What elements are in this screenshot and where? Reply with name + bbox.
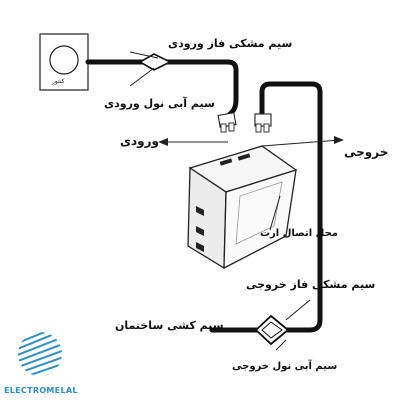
- leader-lines: [129, 51, 341, 351]
- output-neutral-wire-label: سیم آبی نول خروجی: [232, 361, 338, 372]
- earth-connection-label: محل اتصال ارت: [260, 228, 338, 239]
- input-neutral-wire-label: سیم آبی نول ورودی: [104, 97, 215, 110]
- output-wire: [259, 81, 323, 333]
- input-wire: [85, 59, 239, 119]
- building-wiring-label: سیم کشی ساختمان: [115, 319, 224, 332]
- meter-box: [39, 33, 89, 91]
- meter-label: کنتور: [52, 78, 65, 85]
- input-splitter: [138, 53, 172, 71]
- output-splitter: [254, 314, 290, 346]
- output-phase-wire-label: سیم مشکی فاز خروجی: [246, 278, 376, 291]
- output-label: خروجی: [344, 145, 389, 159]
- protection-device: [187, 145, 298, 270]
- brand-logo-mark: [18, 332, 62, 376]
- input-label: ورودی: [120, 134, 159, 148]
- output-arrow: [334, 136, 344, 144]
- input-arrow: [158, 138, 168, 146]
- input-connector: [217, 112, 237, 133]
- output-connector: [254, 113, 272, 133]
- brand-name: ELECTROMELAL: [4, 386, 78, 395]
- input-phase-wire-label: سیم مشکی فاز ورودی: [168, 37, 293, 50]
